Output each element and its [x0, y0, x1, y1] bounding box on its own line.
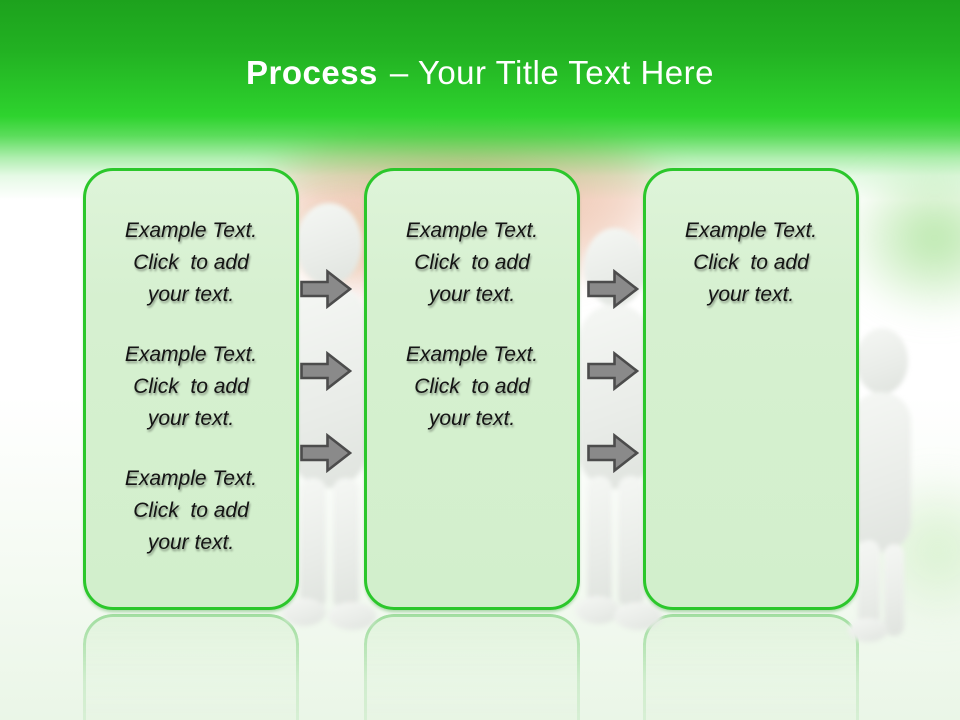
process-box-3[interactable]: Example Text. Click to add your text.: [643, 168, 859, 610]
text-line: your text.: [428, 407, 516, 430]
header-gradient-band: [0, 0, 960, 200]
text-line: Click to add: [693, 251, 809, 274]
text-line: your text.: [428, 283, 516, 306]
text-line: your text.: [707, 283, 795, 306]
text-line: your text.: [147, 283, 235, 306]
process-box-3-placeholder-text-1[interactable]: Example Text. Click to add your text.: [648, 215, 854, 311]
arrows-between-box1-box2-arrow-3-right-icon: [300, 432, 353, 474]
process-box-1-placeholder-text-1[interactable]: Example Text. Click to add your text.: [88, 215, 294, 311]
text-line: Click to add: [414, 251, 530, 274]
text-line: Example Text.: [405, 219, 539, 242]
text-line: your text.: [147, 531, 235, 554]
arrows-between-box2-box3-arrow-2-right-icon: [587, 350, 640, 392]
text-line: Click to add: [133, 375, 249, 398]
text-line: Click to add: [133, 251, 249, 274]
arrows-between-box1-box2-arrow-2-right-icon: [300, 350, 353, 392]
process-box-1-placeholder-text-3[interactable]: Example Text. Click to add your text.: [88, 463, 294, 559]
text-line: Example Text.: [684, 219, 818, 242]
process-box-1-placeholder-text-2[interactable]: Example Text. Click to add your text.: [88, 339, 294, 435]
arrows-between-box2-box3-arrow-3-right-icon: [587, 432, 640, 474]
process-box-2-placeholder-text-2[interactable]: Example Text. Click to add your text.: [369, 339, 575, 435]
text-line: Click to add: [133, 499, 249, 522]
text-line: Example Text.: [124, 467, 258, 490]
slide-title: Process – Your Title Text Here: [0, 54, 960, 92]
process-box-1-reflection: [83, 614, 299, 720]
text-line: Click to add: [414, 375, 530, 398]
slide-title-secondary: – Your Title Text Here: [389, 54, 715, 91]
arrows-between-box2-box3-arrow-1-right-icon: [587, 268, 640, 310]
process-box-3-reflection: [643, 614, 859, 720]
process-box-2-placeholder-text-1[interactable]: Example Text. Click to add your text.: [369, 215, 575, 311]
arrows-between-box1-box2-arrow-1-right-icon: [300, 268, 353, 310]
slide-title-primary: Process: [245, 54, 378, 91]
text-line: Example Text.: [124, 219, 258, 242]
process-box-3-content: Example Text. Click to add your text.: [646, 171, 856, 311]
text-line: Example Text.: [124, 343, 258, 366]
text-line: Example Text.: [405, 343, 539, 366]
text-line: your text.: [147, 407, 235, 430]
process-box-2-reflection: [364, 614, 580, 720]
